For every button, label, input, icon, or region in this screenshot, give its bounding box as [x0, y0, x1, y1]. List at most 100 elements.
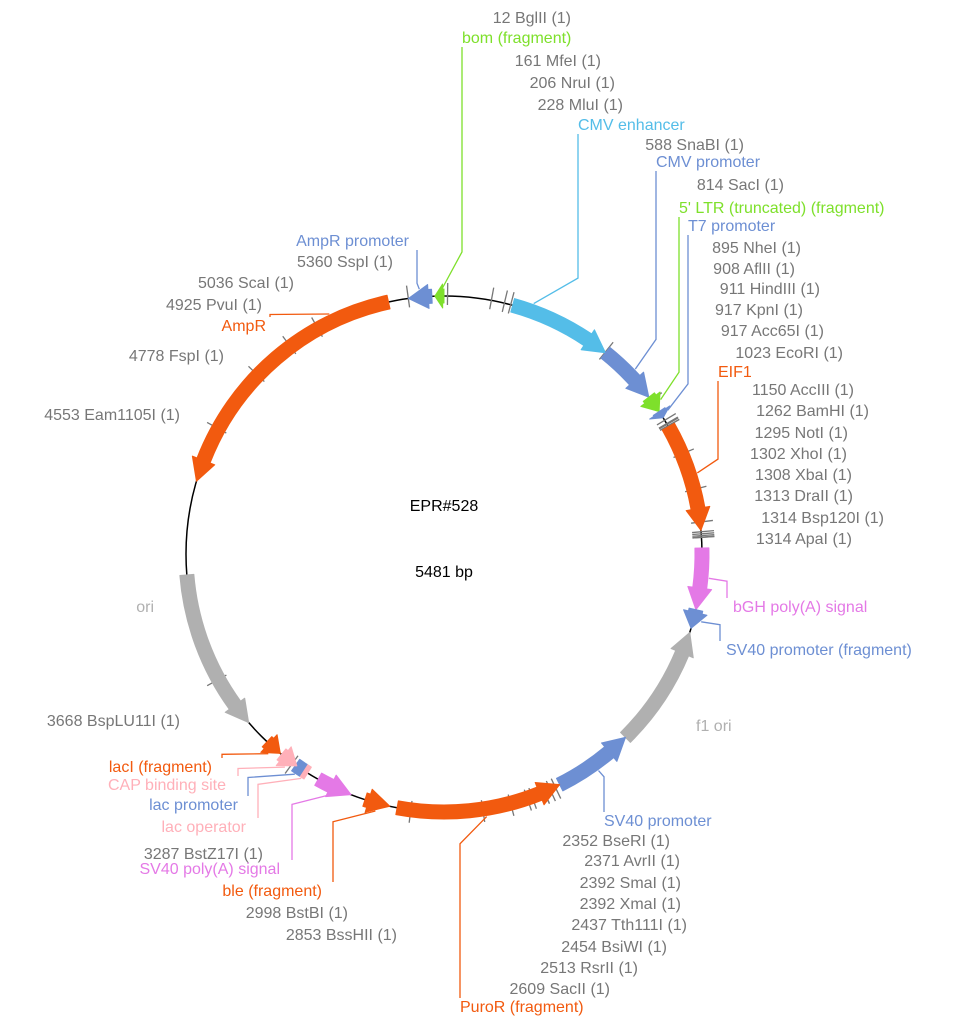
label-cmv-promoter: CMV promoter — [656, 154, 761, 171]
leader-t7-promoter — [667, 235, 689, 411]
site-label-2853-bsshii-1: 2853 BssHII (1) — [286, 927, 397, 944]
leader-ble-fragment — [332, 810, 376, 882]
leader-eif1 — [696, 381, 719, 474]
site-label-5360-sspi-1: 5360 SspI (1) — [297, 254, 393, 271]
feature-ampr-promoter — [407, 284, 433, 309]
site-label-588-snabi-1: 588 SnaBI (1) — [645, 137, 744, 154]
site-label-911-hindiii-1: 911 HindIII (1) — [720, 281, 820, 298]
site-label-2392-xmai-1: 2392 XmaI (1) — [580, 896, 681, 913]
feature-arrows — [179, 283, 713, 820]
site-label-814-saci-1: 814 SacI (1) — [697, 177, 784, 194]
site-label-4778-fspi-1: 4778 FspI (1) — [129, 348, 224, 365]
label-bgh-poly-a-signal: bGH poly(A) signal — [733, 599, 867, 616]
site-label-2513-rsrii-1: 2513 RsrII (1) — [540, 960, 638, 977]
label-f1-ori: f1 ori — [696, 718, 732, 735]
site-label-917-kpni-1: 917 KpnI (1) — [715, 302, 803, 319]
feature-sv40-promoter — [556, 736, 626, 792]
feature-sv40-promoter-fragment — [683, 607, 708, 629]
leader-bom-fragment — [441, 47, 463, 289]
site-label-1308-xbai-1: 1308 XbaI (1) — [755, 467, 852, 484]
site-tick-1295-noti-1 — [692, 530, 715, 534]
site-label-4553-eam1105i-1: 4553 Eam1105I (1) — [44, 407, 180, 424]
label-ampr: AmpR — [222, 318, 266, 335]
site-label-4925-pvui-1: 4925 PvuI (1) — [166, 297, 262, 314]
site-label-3668-bsplu11i-1: 3668 BspLU11I (1) — [47, 713, 180, 730]
leader-ampr-promoter — [416, 250, 420, 290]
label-sv40-promoter: SV40 promoter — [604, 813, 712, 830]
feature-bom-fragment — [434, 283, 445, 309]
site-label-3287-bstz17i-1: 3287 BstZ17I (1) — [144, 846, 263, 863]
label-cmv-enhancer: CMV enhancer — [578, 117, 685, 134]
label-ble-fragment: ble (fragment) — [222, 883, 322, 900]
site-tick-588-snabi-1 — [598, 341, 614, 360]
label-sv40-poly-a-signal: SV40 poly(A) signal — [139, 861, 280, 878]
site-label-1313-draii-1: 1313 DraII (1) — [754, 488, 853, 505]
feature-t7-promoter — [649, 405, 671, 420]
site-tick-1314-apai-1 — [692, 535, 715, 539]
site-tick-1302-xhoi-1 — [692, 532, 715, 536]
leader-cmv-promoter — [634, 171, 657, 370]
site-tick-908-aflii-1 — [658, 416, 679, 429]
site-label-12-bglii-1: 12 BglII (1) — [493, 10, 571, 27]
label-ampr-promoter: AmpR promoter — [296, 233, 410, 250]
label-ori: ori — [136, 599, 154, 616]
leader-sv40-promoter — [598, 770, 605, 812]
label-puror-fragment: PuroR (fragment) — [460, 999, 584, 1016]
label-5-ltr-truncated-fragment: 5' LTR (truncated) (fragment) — [679, 200, 885, 217]
site-label-2437-tth111i-1: 2437 Tth111I (1) — [571, 917, 687, 934]
site-label-908-aflii-1: 908 AflII (1) — [713, 261, 795, 278]
feature-cmv-promoter — [600, 346, 650, 398]
leader-cmv-enhancer — [533, 134, 579, 305]
site-label-2392-smai-1: 2392 SmaI (1) — [580, 875, 681, 892]
leader-sv40-promoter-fragment — [701, 621, 721, 641]
site-label-5036-scai-1: 5036 ScaI (1) — [198, 275, 294, 292]
feature-5-ltr-truncated-fragment — [640, 391, 661, 413]
label-t7-promoter: T7 promoter — [688, 218, 776, 235]
site-label-895-nhei-1: 895 NheI (1) — [712, 240, 801, 257]
site-label-1023-ecori-1: 1023 EcoRI (1) — [735, 345, 843, 362]
label-sv40-promoter-fragment: SV40 promoter (fragment) — [726, 642, 912, 659]
site-label-2371-avrii-1: 2371 AvrII (1) — [584, 853, 680, 870]
leader-bgh-poly-a-signal — [708, 577, 728, 598]
feature-f1-ori — [620, 632, 694, 743]
feature-bgh-poly-a-signal — [687, 547, 713, 611]
plasmid-length: 5481 bp — [415, 564, 473, 581]
label-leader-lines — [221, 47, 728, 998]
label-cap-binding-site: CAP binding site — [108, 777, 226, 794]
site-label-1302-xhoi-1: 1302 XhoI (1) — [750, 446, 847, 463]
leader-ampr — [269, 313, 330, 317]
feature-eif1 — [661, 422, 711, 531]
site-tick-917-acc65i-1 — [659, 418, 680, 431]
label-lac-operator: lac operator — [162, 819, 247, 836]
site-label-2609-sacii-1: 2609 SacII (1) — [510, 981, 611, 998]
plasmid-name: EPR#528 — [410, 498, 479, 515]
site-label-161-mfei-1: 161 MfeI (1) — [515, 53, 601, 70]
label-eif1: EIF1 — [718, 364, 752, 381]
site-tick-161-mfei-1 — [489, 287, 495, 310]
site-label-206-nrui-1: 206 NruI (1) — [530, 75, 615, 92]
leader-puror-fragment — [459, 816, 488, 998]
feature-cmv-enhancer — [510, 298, 606, 354]
leader-cap-binding-site — [237, 766, 285, 776]
feature-ori — [179, 573, 250, 723]
leader-lac-promoter — [247, 773, 295, 796]
site-tick-1308-xbai-1 — [692, 534, 715, 537]
site-label-228-mlui-1: 228 MluI (1) — [538, 97, 623, 114]
site-tick-911-hindiii-1 — [658, 417, 679, 430]
site-tick-895-nhei-1 — [656, 412, 677, 426]
site-tick-5360-sspi-1 — [405, 285, 411, 308]
feature-cap-binding-site — [275, 746, 298, 767]
site-label-1314-bsp120i-1: 1314 Bsp120I (1) — [761, 510, 884, 527]
site-label-2454-bsiwi-1: 2454 BsiWI (1) — [561, 939, 667, 956]
feature-sv40-poly-a-signal — [314, 772, 352, 798]
site-label-2998-bstbi-1: 2998 BstBI (1) — [246, 905, 348, 922]
site-label-1262-bamhi-1: 1262 BamHI (1) — [756, 403, 869, 420]
site-tick-228-mlui-1 — [507, 292, 515, 314]
leader-5-ltr-truncated-fragment — [660, 217, 680, 400]
leader-sv40-poly-a-signal — [291, 793, 331, 860]
site-label-1295-noti-1: 1295 NotI (1) — [755, 425, 848, 442]
feature-laci-fragment — [260, 734, 281, 754]
feature-puror-fragment — [395, 781, 561, 820]
